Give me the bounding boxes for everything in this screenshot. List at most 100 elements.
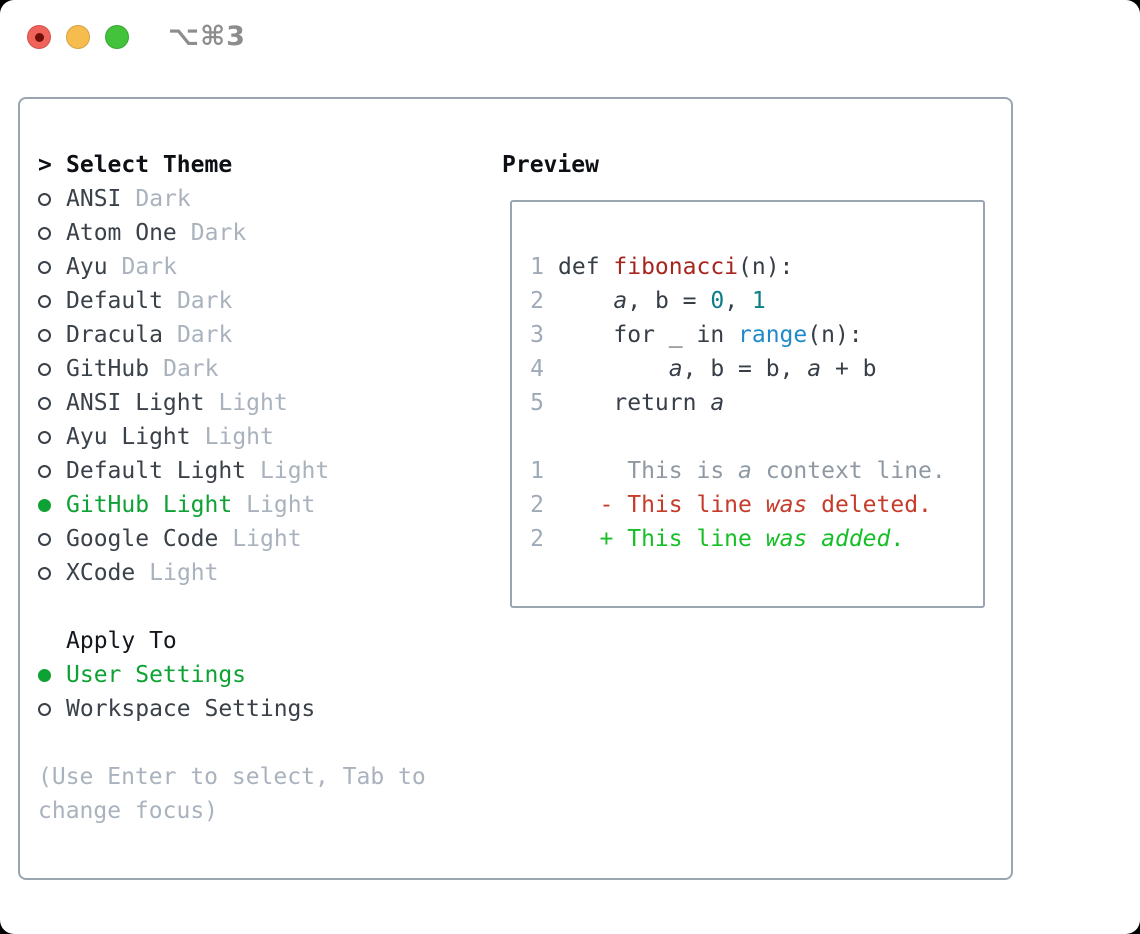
radio-icon [38, 566, 66, 580]
line-number: 4 [530, 356, 544, 382]
radio-icon [38, 464, 66, 478]
code-token: , [724, 288, 752, 314]
radio-icon [38, 498, 66, 512]
option-label: Ayu [66, 254, 108, 280]
theme-option-xcode[interactable]: XCode Light [38, 556, 426, 590]
code-token: 0 [710, 288, 725, 314]
preview-line: 4 a, b = b, a + b [530, 352, 983, 386]
radio-icon [38, 226, 66, 240]
code-token: was [765, 526, 808, 552]
code-token: a [738, 458, 752, 484]
code-token: + b [821, 356, 877, 382]
theme-option-default-light[interactable]: Default Light Light [38, 454, 426, 488]
option-variant-tag: Light [260, 458, 330, 484]
radio-icon [38, 260, 66, 274]
radio-icon [38, 668, 66, 682]
code-token: + This line [558, 526, 766, 552]
radio-icon [38, 430, 66, 444]
code-token: for _ in [558, 322, 739, 348]
radio-icon [38, 362, 66, 376]
theme-option-github[interactable]: GitHub Dark [38, 352, 426, 386]
apply-to-list: User Settings Workspace Settings [38, 658, 426, 726]
theme-option-ansi[interactable]: ANSI Dark [38, 182, 426, 216]
zoom-icon[interactable] [105, 25, 129, 49]
option-label: Default [66, 288, 163, 314]
option-variant-tag: Dark [190, 220, 247, 246]
code-token: fibonacci [613, 254, 739, 280]
option-label: Workspace Settings [66, 696, 316, 722]
preview-title: Preview [502, 152, 599, 178]
theme-option-atom-one[interactable]: Atom One Dark [38, 216, 426, 250]
code-token: a [807, 356, 822, 382]
preview-line: 3 for _ in range(n): [530, 318, 983, 352]
code-token: context line. [751, 458, 946, 484]
preview-line: 2 + This line was added. [530, 522, 983, 556]
option-label: Atom One [66, 220, 177, 246]
option-label: Google Code [66, 526, 219, 552]
option-label: Default Light [66, 458, 247, 484]
radio-icon [38, 702, 66, 716]
option-variant-tag: Dark [135, 186, 191, 212]
apply-option-user-settings[interactable]: User Settings [38, 658, 426, 692]
radio-icon [38, 328, 66, 342]
line-number: 1 [530, 254, 544, 280]
spacer [38, 726, 426, 760]
line-number: 1 [530, 458, 544, 484]
line-number: 2 [530, 492, 544, 518]
window-controls [27, 25, 129, 49]
option-label: GitHub [66, 356, 150, 382]
option-variant-tag: Dark [163, 356, 219, 382]
option-variant-tag: Light [232, 526, 302, 552]
code-token: 1 [751, 288, 766, 314]
option-variant-tag: Light [218, 390, 288, 416]
hint-text-line-1: (Use Enter to select, Tab to [38, 764, 426, 790]
option-label: Dracula [66, 322, 163, 348]
code-token: def [558, 254, 614, 280]
code-token: This is [558, 458, 739, 484]
code-token: , b = b, [682, 356, 808, 382]
line-number: 3 [530, 322, 544, 348]
preview-line: 5 return a [530, 386, 983, 420]
code-token: added [821, 526, 891, 552]
line-number: 2 [530, 526, 544, 552]
option-variant-tag: Light [149, 560, 219, 586]
preview-line: 1 This is a context line. [530, 454, 983, 488]
option-label: ANSI [66, 186, 122, 212]
line-number: 5 [530, 390, 544, 416]
code-token: range [738, 322, 808, 348]
preview-line: 2 a, b = 0, 1 [530, 284, 983, 318]
preview-line: 2 - This line was deleted. [530, 488, 983, 522]
option-label: XCode [66, 560, 136, 586]
apply-option-workspace-settings[interactable]: Workspace Settings [38, 692, 426, 726]
code-token [558, 288, 613, 314]
option-variant-tag: Dark [176, 288, 233, 314]
radio-icon [38, 192, 66, 206]
close-icon[interactable] [27, 25, 51, 49]
code-token: a [613, 288, 628, 314]
code-token [807, 526, 821, 552]
code-token: - This line [558, 492, 766, 518]
minimize-icon[interactable] [66, 25, 90, 49]
radio-icon [38, 396, 66, 410]
theme-option-google-code[interactable]: Google Code Light [38, 522, 426, 556]
cursor-arrow-icon: > [38, 152, 52, 178]
code-token: a [710, 390, 725, 416]
select-theme-header: >Select Theme [38, 148, 426, 182]
code-token: return [558, 390, 711, 416]
code-token: . [890, 526, 905, 552]
line-number: 2 [530, 288, 544, 314]
theme-option-default[interactable]: Default Dark [38, 284, 426, 318]
spacer [38, 590, 426, 624]
option-label: GitHub Light [66, 492, 233, 518]
option-variant-tag: Light [204, 424, 274, 450]
theme-picker-panel [18, 97, 1013, 880]
